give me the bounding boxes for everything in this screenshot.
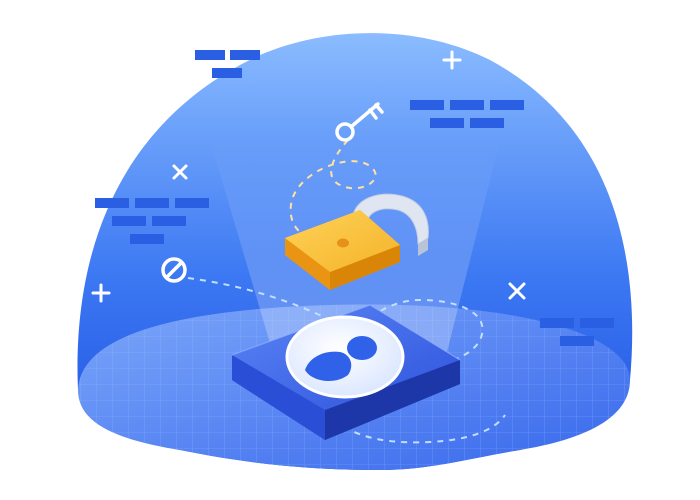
prohibited-icon	[161, 257, 187, 283]
sparkle-icon	[172, 164, 188, 180]
sparkle-icon	[508, 282, 526, 300]
user-icon	[285, 315, 405, 399]
brick-pattern-left	[95, 198, 209, 244]
brick-pattern-top-left	[195, 50, 260, 78]
brick-pattern-right	[540, 318, 614, 346]
key-icon	[335, 102, 384, 142]
sparkle-icon	[442, 50, 462, 70]
padlock-icon	[285, 193, 429, 290]
sparkle-icon	[91, 283, 111, 303]
brick-pattern-top-right	[410, 100, 524, 128]
dashed-trail-gold	[289, 139, 377, 240]
